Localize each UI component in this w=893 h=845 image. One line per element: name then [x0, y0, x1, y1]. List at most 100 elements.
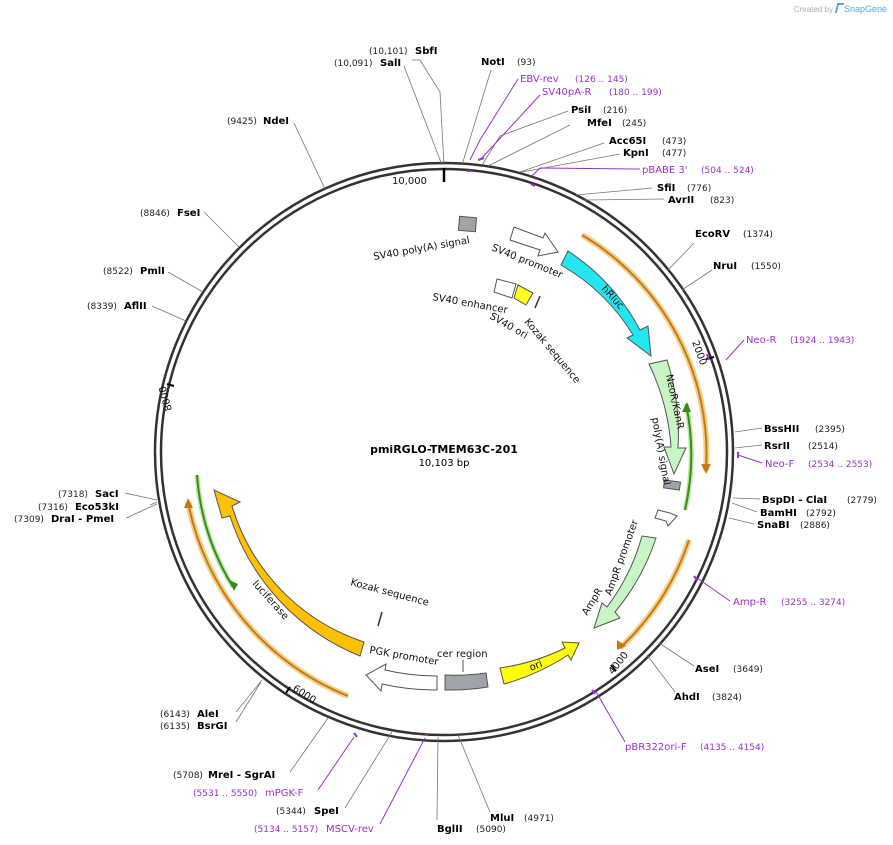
enzyme-name-bsshii: BssHII — [764, 424, 799, 435]
feature-polya-signal — [662, 479, 682, 491]
tick-label-10000: 10,000 — [392, 176, 427, 187]
primer-range-mscv: (5134 .. 5157) — [254, 825, 318, 835]
enzyme-pos-eco53ki: (7316) — [38, 503, 68, 513]
enzyme-pos-sgrai: (5708) — [173, 771, 203, 781]
enzyme-name-kpni: KpnI — [623, 148, 649, 159]
leader-spei — [344, 731, 393, 809]
feature-luciferase — [213, 489, 365, 657]
tick-6000 — [285, 686, 291, 694]
label-ori: ori — [528, 659, 544, 674]
tick-2000 — [705, 356, 715, 360]
enzyme-name-ndei: NdeI — [263, 116, 289, 127]
leader-asei — [658, 642, 695, 667]
feature-ori — [499, 641, 580, 685]
enzyme-pos-sfii: (776) — [687, 184, 711, 194]
primer-name-neor: Neo-R — [746, 335, 777, 346]
enzyme-pos-bsrgi: (6135) — [160, 722, 190, 732]
label-sv40-polya: SV40 poly(A) signal — [373, 235, 471, 263]
label-pgk-promoter: PGK promoter — [368, 645, 440, 668]
orf-arc-hrluc-arrowhead — [701, 464, 711, 474]
enzyme-name-mfei: MfeI — [587, 118, 612, 129]
primer-mark-pbr — [591, 689, 596, 695]
enzyme-name-spei: SpeI — [314, 806, 339, 817]
primer-name-neof: Neo-F — [765, 459, 795, 470]
orf-arc-amp-orange — [617, 539, 692, 651]
feature-sv40-polya — [457, 215, 478, 233]
enzyme-pos-noti: (93) — [517, 58, 535, 68]
leader-bamhi — [731, 502, 758, 513]
label-hrluc: hRluc — [599, 284, 626, 312]
snapgene-credit: Created by SnapGene — [794, 3, 887, 14]
enzyme-pos-bsshii: (2395) — [815, 425, 845, 435]
orf-arc-luc-green-line — [196, 474, 234, 588]
enzyme-pos-bamhi: (2792) — [806, 509, 836, 519]
leader-clai — [732, 497, 761, 500]
feature-cer-region — [444, 672, 489, 691]
leader-noti — [461, 69, 492, 166]
enzyme-name-alei: AleI — [197, 709, 219, 720]
enzyme-leaders — [124, 59, 763, 821]
enzyme-pos-mlui: (4971) — [524, 814, 554, 824]
leader-sali — [403, 65, 443, 166]
enzyme-pos-pmli: (8522) — [103, 267, 133, 277]
primer-name-pbabe: pBABE 3' — [642, 165, 688, 176]
center-title: pmiRGLO-TMEM63C-201 10,103 bp — [370, 443, 518, 469]
credit-text: Created by — [793, 5, 833, 14]
enzyme-name-ahdi: AhdI — [674, 692, 700, 703]
orf-arc-neo-green-arrowhead — [682, 402, 691, 412]
tick-label-4000: 4000 — [607, 650, 631, 677]
primer-range-mpgk: (5531 .. 5550) — [193, 789, 257, 799]
enzyme-name-pmei: DraI - PmeI — [51, 514, 114, 525]
enzyme-name-mlui: MluI — [490, 813, 514, 824]
enzyme-name-sgrai: MreI - SgrAI — [208, 770, 275, 781]
enzyme-pos-snabi: (2886) — [800, 521, 830, 531]
feature-hrluc — [560, 250, 652, 358]
leader-alei — [235, 679, 263, 713]
enzyme-name-rsrii: RsrII — [764, 441, 790, 452]
enzyme-pos-alei: (6143) — [160, 710, 190, 720]
enzyme-pos-fsei: (8846) — [140, 209, 170, 219]
leader-bglii — [436, 736, 439, 821]
features — [213, 215, 687, 693]
feature-neo — [648, 359, 687, 476]
enzyme-pos-ecorv: (1374) — [743, 230, 773, 240]
primer-range-ampr: (3255 .. 3274) — [781, 598, 845, 608]
enzyme-name-saci: SacI — [95, 489, 119, 500]
primer-name-mpgk: mPGK-F — [265, 788, 304, 799]
enzyme-name-sali: SalI — [380, 58, 401, 69]
leader-pmli — [167, 271, 204, 293]
primer-leader-ampr — [696, 577, 731, 602]
primer-leaders — [317, 78, 763, 825]
orf-arc-luc-orange-line — [187, 501, 349, 697]
primer-leader-mscv — [379, 737, 426, 825]
label-kozak-2: Kozak sequence — [349, 577, 430, 609]
leader-ahdi — [646, 654, 676, 693]
leader-nrui — [681, 269, 713, 291]
tick-8000 — [166, 383, 175, 387]
primer-leader-mpgk — [317, 736, 355, 791]
leader-snabi — [728, 517, 755, 525]
enzyme-pos-sbfi: (10,101) — [369, 47, 408, 57]
primer-mark-pbabe — [530, 183, 536, 187]
primer-range-sv40pa: (180 .. 199) — [609, 88, 662, 98]
enzyme-name-avrii: AvrII — [668, 195, 694, 206]
primer-mark-neor — [706, 353, 710, 361]
plasmid-name: pmiRGLO-TMEM63C-201 — [370, 443, 518, 456]
feature-sv40-enhancer — [493, 278, 517, 299]
enzyme-name-bsrgi: BsrGI — [197, 721, 227, 732]
plasmid-size: 10,103 bp — [419, 458, 470, 469]
orf-arc-neo-green-line — [684, 403, 693, 511]
primer-name-ampr: Amp-R — [733, 597, 767, 608]
enzyme-pos-acc65i: (473) — [662, 137, 686, 147]
enzyme-pos-ndei: (9425) — [227, 117, 257, 127]
primer-range-ebv: (126 .. 145) — [575, 75, 628, 85]
enzyme-pos-kpni: (477) — [662, 149, 686, 159]
feature-kozak-1 — [534, 295, 541, 309]
credit-brand: SnapGene — [843, 4, 887, 14]
enzyme-pos-pmei: (7309) — [14, 515, 44, 525]
leader-fsei — [203, 211, 240, 248]
leader-pmei — [125, 503, 158, 519]
leader-avrii — [583, 198, 665, 201]
enzyme-name-sbfi: SbfI — [415, 46, 437, 57]
